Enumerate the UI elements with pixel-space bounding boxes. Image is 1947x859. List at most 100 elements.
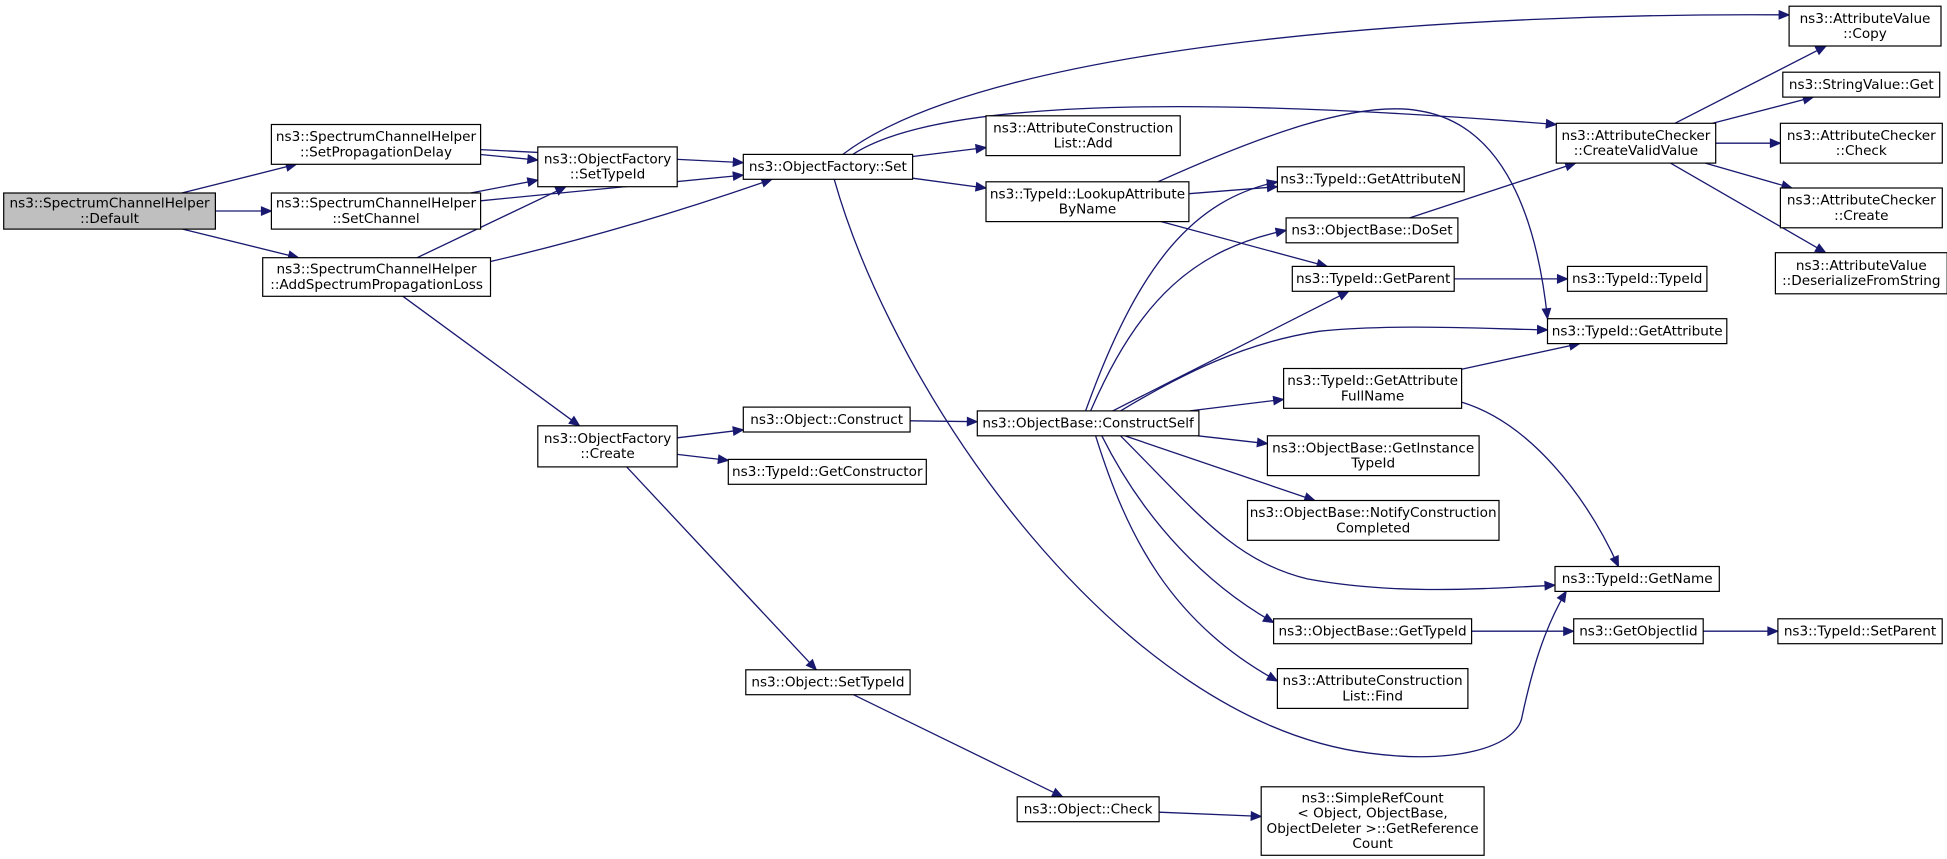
node-setParent[interactable]: ns3::TypeId::SetParent [1777, 618, 1943, 645]
node-box[interactable] [1276, 166, 1465, 193]
node-box[interactable] [537, 425, 678, 468]
edge-line [833, 179, 1567, 758]
arrowhead [1609, 554, 1620, 568]
node-setPropDelay[interactable]: ns3::SpectrumChannelHelper::SetPropagati… [270, 123, 482, 165]
node-box[interactable] [537, 146, 678, 188]
edge-line [182, 228, 299, 259]
node-getObjectIid[interactable]: ns3::GetObjectIid [1573, 618, 1704, 645]
node-box[interactable] [1779, 122, 1943, 164]
node-obGetTypeId[interactable]: ns3::ObjectBase::GetTypeId [1272, 618, 1473, 645]
node-box[interactable] [985, 181, 1190, 223]
edge-line [1101, 435, 1274, 624]
edge-line [1124, 435, 1316, 502]
edge-setChannel-to-ofSetTypeId [470, 177, 540, 194]
edge-constructSelf-to-getAttrN [1084, 179, 1279, 412]
node-doSet[interactable]: ns3::ObjectBase::DoSet [1285, 217, 1459, 244]
edge-constructSelf-to-obGetTypeId [1101, 435, 1275, 624]
edge-addLoss-to-ofCreate [402, 295, 581, 427]
edge-line [1712, 96, 1814, 124]
node-addLoss[interactable]: ns3::SpectrumChannelHelper::AddSpectrumP… [262, 257, 492, 297]
node-acCreate[interactable]: ns3::AttributeChecker::Create [1779, 187, 1943, 229]
node-createValid[interactable]: ns3::AttributeChecker::CreateValidValue [1555, 122, 1717, 164]
node-getAttribute[interactable]: ns3::TypeId::GetAttribute [1546, 318, 1728, 345]
node-box[interactable] [745, 669, 911, 696]
node-getParent[interactable]: ns3::TypeId::GetParent [1291, 265, 1455, 292]
node-setChannel[interactable]: ns3::SpectrumChannelHelper::SetChannel [270, 192, 482, 230]
node-label-line: ns3::ObjectFactory [544, 431, 671, 447]
node-box[interactable] [1779, 187, 1943, 229]
node-label-line: ns3::SimpleRefCount [1301, 791, 1443, 807]
edge-line [1670, 162, 1827, 254]
node-objConstruct[interactable]: ns3::Object::Construct [742, 406, 911, 433]
node-box[interactable] [1788, 5, 1942, 47]
edge-getAttrFull-to-getAttribute [1461, 341, 1581, 370]
node-box[interactable] [1555, 122, 1717, 164]
node-getName[interactable]: ns3::TypeId::GetName [1554, 565, 1720, 592]
node-label-line: ::Default [80, 211, 139, 227]
edge-setChannel-to-ofSet [480, 171, 745, 202]
node-box[interactable] [270, 123, 482, 165]
node-box[interactable] [1260, 786, 1485, 856]
node-box[interactable] [1774, 252, 1947, 295]
node-box[interactable] [1016, 796, 1160, 823]
node-box[interactable] [1782, 71, 1941, 98]
node-avDeser[interactable]: ns3::AttributeValue::DeserializeFromStri… [1774, 252, 1947, 295]
node-label-line: Count [1352, 836, 1392, 852]
node-typeIdTypeId[interactable]: ns3::TypeId::TypeId [1566, 265, 1708, 292]
node-label-line: ns3::TypeId::GetAttribute [1552, 323, 1723, 339]
edge-line [1188, 186, 1278, 195]
node-label-line: TypeId [1350, 456, 1395, 472]
node-box[interactable] [985, 115, 1181, 157]
node-box[interactable] [270, 192, 482, 230]
node-label-line: ns3::ObjectBase::GetTypeId [1279, 624, 1467, 640]
node-acCheck[interactable]: ns3::AttributeChecker::Check [1779, 122, 1943, 164]
node-box[interactable] [262, 257, 492, 297]
node-box[interactable] [1554, 565, 1720, 592]
node-ofCreate[interactable]: ns3::ObjectFactory::Create [537, 425, 678, 468]
node-box[interactable] [1266, 435, 1480, 477]
arrowhead [1544, 580, 1557, 591]
arrowhead [1556, 273, 1569, 284]
node-label-line: ns3::Object::Construct [750, 412, 903, 428]
node-box[interactable] [1285, 217, 1459, 244]
node-getConstructor[interactable]: ns3::TypeId::GetConstructor [727, 458, 927, 485]
node-box[interactable] [727, 458, 927, 485]
node-box[interactable] [3, 192, 216, 230]
node-box[interactable] [1291, 265, 1455, 292]
node-svGet[interactable]: ns3::StringValue::Get [1782, 71, 1941, 98]
edge-line [1461, 401, 1620, 567]
node-box[interactable] [1276, 667, 1469, 709]
node-getAttrN[interactable]: ns3::TypeId::GetAttributeN [1276, 166, 1465, 193]
node-box[interactable] [1546, 318, 1728, 345]
node-box[interactable] [742, 406, 911, 433]
node-box[interactable] [742, 153, 914, 180]
node-box[interactable] [976, 410, 1200, 437]
node-label-line: ::SetPropagationDelay [300, 144, 452, 160]
node-default[interactable]: ns3::SpectrumChannelHelper::Default [3, 192, 216, 230]
arrowhead [1266, 179, 1279, 189]
node-notifyConstr[interactable]: ns3::ObjectBase::NotifyConstructionCompl… [1246, 499, 1500, 541]
edge-default-to-addLoss [182, 228, 300, 261]
node-box[interactable] [1573, 618, 1704, 645]
edge-line [626, 466, 817, 671]
node-objSetTypeId[interactable]: ns3::Object::SetTypeId [745, 669, 911, 696]
node-box[interactable] [1566, 265, 1708, 292]
node-ofSet[interactable]: ns3::ObjectFactory::Set [742, 153, 914, 180]
node-constructSelf[interactable]: ns3::ObjectBase::ConstructSelf [976, 410, 1200, 437]
node-avCopy[interactable]: ns3::AttributeValue::Copy [1788, 5, 1942, 47]
node-objCheck[interactable]: ns3::Object::Check [1016, 796, 1160, 823]
node-box[interactable] [1282, 367, 1463, 409]
node-srcGetRef[interactable]: ns3::SimpleRefCount< Object, ObjectBase,… [1260, 786, 1485, 856]
node-ofSetTypeId[interactable]: ns3::ObjectFactory::SetTypeId [537, 146, 678, 188]
node-box[interactable] [1246, 499, 1500, 541]
node-box[interactable] [1777, 618, 1943, 645]
arrowhead [974, 181, 988, 192]
node-box[interactable] [1272, 618, 1473, 645]
node-label-line: < Object, ObjectBase, [1297, 806, 1447, 822]
